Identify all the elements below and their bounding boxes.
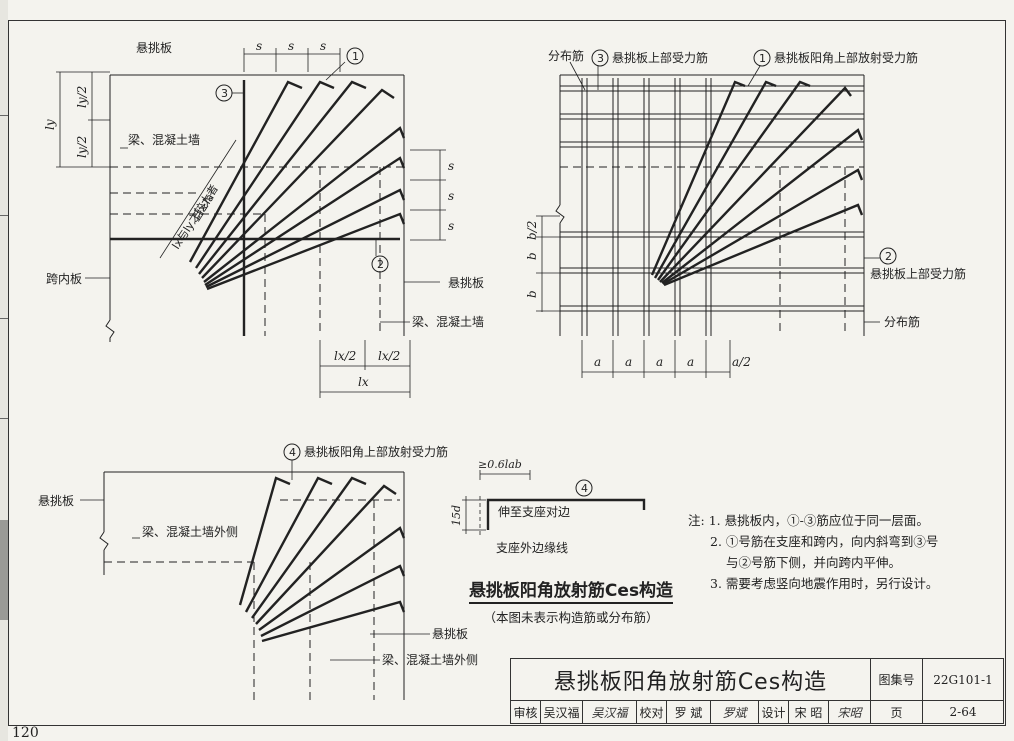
diagram-caption: 悬挑板阳角放射筋Ces构造 （本图未表示构造筋或分布筋）	[456, 576, 686, 626]
label-bar1: 悬挑板阳角上部放射受力筋	[774, 50, 918, 65]
margin-gray-band	[0, 520, 8, 620]
design-name: 宋 昭	[789, 701, 829, 723]
circle-3-label: 3	[597, 52, 604, 65]
binding-margin	[0, 0, 8, 741]
dim-a: a	[656, 355, 663, 369]
dim-a: a	[594, 355, 601, 369]
circle-2-label: 2	[885, 250, 892, 263]
dim-lx-half: lx/2	[334, 349, 356, 363]
label-wall-outer-2: 梁、混凝土墙外侧	[382, 652, 478, 667]
caption-subtitle: （本图未表示构造筋或分布筋）	[483, 610, 659, 625]
diagram-top-right	[536, 49, 897, 378]
review-signature: 吴汉福	[583, 701, 637, 723]
label-slab-2: 悬挑板	[432, 627, 468, 641]
label-wall-outer: 梁、混凝土墙外侧	[142, 524, 238, 539]
circle-4-label: 4	[581, 482, 588, 495]
note-2a: 2. ①号筋在支座和跨内，向内斜弯到③号	[710, 534, 939, 549]
dim-s: s	[256, 39, 262, 53]
dim-s: s	[448, 159, 454, 173]
circle-4-label: 4	[289, 446, 296, 459]
atlas-number: 22G101-1	[923, 659, 1003, 701]
label-slab-right: 悬挑板	[448, 276, 484, 290]
margin-tick	[0, 418, 8, 419]
page-number-cell: 2-64	[949, 705, 977, 719]
caption-title: 悬挑板阳角放射筋Ces构造	[468, 576, 674, 604]
page-label: 页	[871, 701, 923, 723]
dim-s: s	[288, 39, 294, 53]
notes: 注: 1. 悬挑板内，①-③筋应位于同一层面。 2. ①号筋在支座和跨内，向内斜…	[688, 510, 938, 594]
dim-ly: ly	[43, 119, 57, 130]
circle-3-label: 3	[221, 87, 228, 100]
dim-b: b	[525, 290, 539, 298]
title-block: 悬挑板阳角放射筋Ces构造 图集号 22G101-1 审核 吴汉福 吴汉福 校对…	[510, 658, 1004, 724]
design-signature: 宋昭	[829, 701, 871, 723]
atlas-label: 图集号	[871, 659, 923, 701]
diagram-bottom-left	[80, 443, 430, 700]
dim-ly-half: ly/2	[75, 136, 89, 158]
design-label: 设计	[759, 701, 789, 723]
label-dist-bottom: 分布筋	[884, 314, 920, 329]
notes-prefix: 注:	[688, 513, 705, 528]
detail-bar4	[462, 470, 646, 536]
label-slab: 悬挑板	[38, 494, 74, 508]
dim-lx-half: lx/2	[378, 349, 400, 363]
dim-side: 15d	[450, 505, 463, 526]
label-bar3: 悬挑板上部受力筋	[612, 50, 708, 65]
dim-a: a	[687, 355, 694, 369]
circle-1-label: 1	[352, 50, 359, 63]
dim-s: s	[448, 189, 454, 203]
label-bar2: 悬挑板上部受力筋	[870, 266, 966, 281]
label-beam-wall-right: 梁、混凝土墙	[412, 314, 484, 329]
label-dist-top: 分布筋	[548, 48, 584, 63]
note-1: 1. 悬挑板内，①-③筋应位于同一层面。	[708, 513, 929, 528]
dim-b: b	[525, 252, 539, 260]
dim-s: s	[320, 39, 326, 53]
circle-2-label: 2	[377, 258, 384, 271]
margin-tick	[0, 115, 8, 116]
dim-top: ≥0.6lab	[478, 458, 522, 471]
dim-ly-half: ly/2	[75, 86, 89, 108]
margin-tick	[0, 318, 8, 319]
sheet-frame	[8, 20, 1006, 726]
check-label: 校对	[637, 701, 667, 723]
label-bar4: 悬挑板阳角上部放射受力筋	[304, 444, 448, 459]
title-block-main-title: 悬挑板阳角放射筋Ces构造	[511, 659, 871, 701]
margin-tick	[0, 215, 8, 216]
label-beam-wall: 梁、混凝土墙	[128, 132, 200, 147]
dim-a: a	[625, 355, 632, 369]
review-name: 吴汉福	[541, 701, 583, 723]
dim-s: s	[448, 219, 454, 233]
text-extend: 伸至支座对边	[498, 504, 570, 519]
label-inner-slab: 跨内板	[46, 272, 82, 286]
note-2b: 与②号筋下侧，并向跨内平伸。	[726, 555, 902, 570]
check-signature: 罗斌	[711, 701, 759, 723]
circle-1-label: 1	[759, 52, 766, 65]
dim-lx: lx	[358, 375, 369, 389]
diagram-top-left	[56, 47, 446, 398]
label-slab: 悬挑板	[136, 41, 172, 55]
page-number: 120	[12, 725, 39, 741]
text-support: 支座外边缘线	[496, 540, 568, 555]
check-name: 罗 斌	[667, 701, 711, 723]
dim-a-half: a/2	[732, 355, 751, 369]
note-3: 3. 需要考虑竖向地震作用时，另行设计。	[710, 576, 939, 591]
review-label: 审核	[511, 701, 541, 723]
dim-b-half: b/2	[525, 221, 539, 240]
